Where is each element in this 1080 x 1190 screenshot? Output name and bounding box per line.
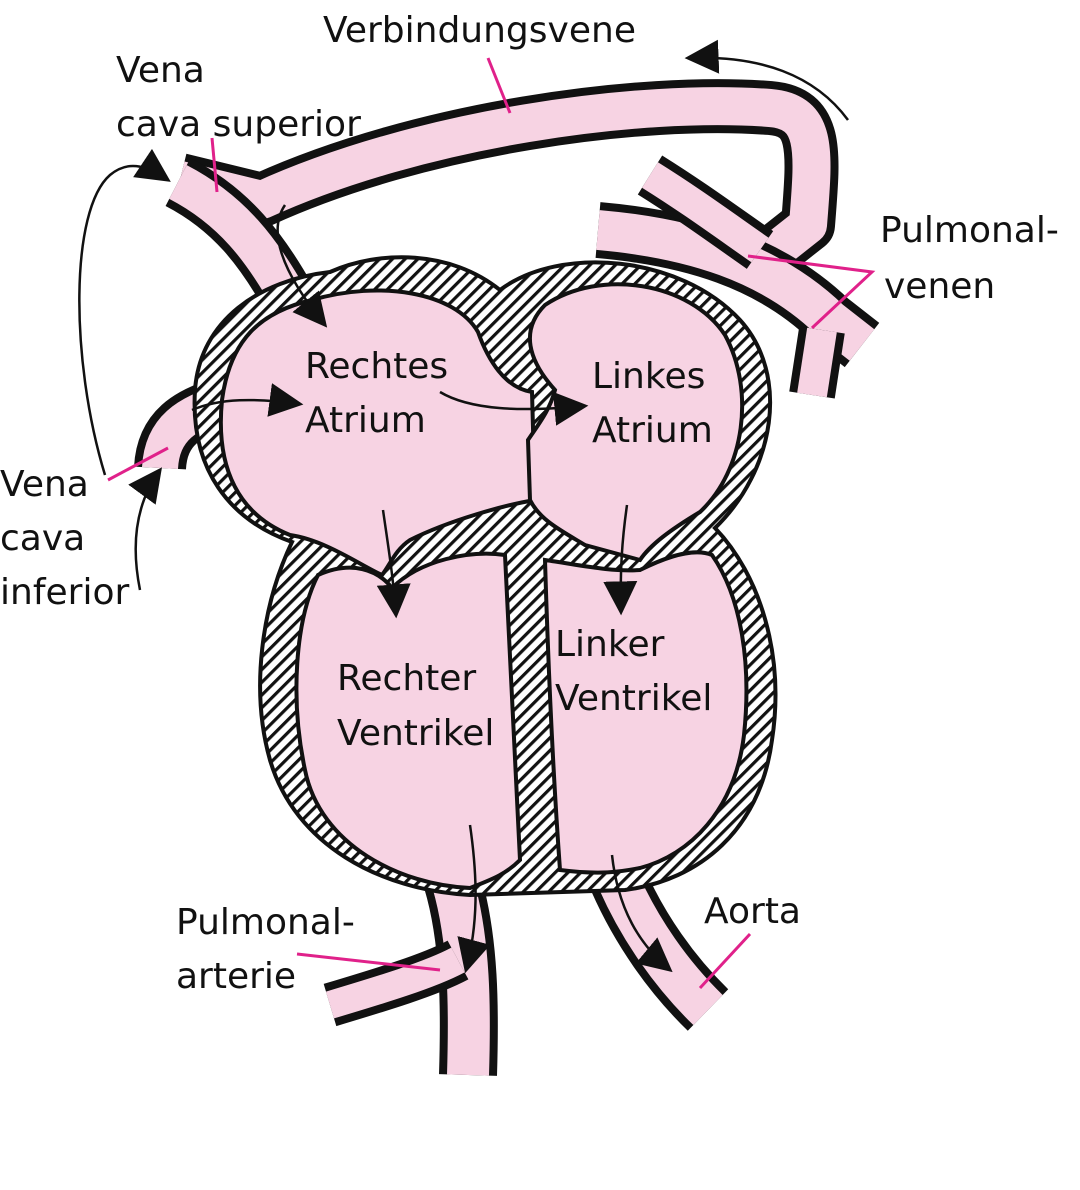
- label-rechtes-atrium-1: Rechtes: [305, 346, 448, 387]
- leader-vci: [107, 446, 169, 482]
- label-rechter-ventrikel-2: Ventrikel: [337, 713, 494, 754]
- leader-vcs: [210, 137, 219, 193]
- leader-aorta: [698, 932, 752, 990]
- arrow-right-av: [376, 509, 411, 619]
- flow-arrows: [78, 39, 850, 974]
- label-linker-ventrikel-2: Ventrikel: [555, 678, 712, 719]
- label-aorta: Aorta: [704, 891, 801, 932]
- leader-pulmonalvenen: [747, 254, 876, 330]
- label-vci-1: Vena: [0, 464, 89, 505]
- label-linkes-atrium-2: Atrium: [592, 410, 713, 451]
- pulmonalarterie-branch-lumen: [325, 947, 465, 1019]
- aorta-lumen: [598, 871, 723, 1026]
- arrow-aorta: [610, 854, 673, 973]
- pulmonalarterie-lumen: [431, 873, 490, 1076]
- label-vcs-1: Vena: [116, 50, 205, 91]
- arrow-into-right-atrium-top: [276, 204, 328, 328]
- label-pulmonalvenen-2: venen: [884, 266, 995, 307]
- arrow-pulmonalarterie: [457, 824, 491, 974]
- label-pulmonalarterie-2: arterie: [176, 956, 296, 997]
- arrow-vci-outside: [128, 467, 163, 591]
- label-pulmonalvenen-1: Pulmonal-: [880, 210, 1059, 251]
- heart: [192, 255, 778, 898]
- label-vci-2: cava: [0, 518, 85, 559]
- leader-lines: [107, 57, 876, 990]
- label-linkes-atrium-1: Linkes: [592, 356, 705, 397]
- label-rechter-ventrikel-1: Rechter: [337, 658, 476, 699]
- verbindungsvene-lumen: [175, 87, 831, 270]
- pulmonalvene-lower-lumen: [797, 327, 837, 398]
- arrow-atria: [439, 390, 589, 426]
- label-linker-ventrikel-1: Linker: [555, 624, 665, 665]
- leader-verbindungsvene: [486, 57, 512, 114]
- leader-pulmonalarterie: [296, 952, 441, 972]
- label-rechtes-atrium-2: Atrium: [305, 400, 426, 441]
- arrow-verbindung: [684, 39, 850, 121]
- label-pulmonalarterie-1: Pulmonal-: [176, 902, 355, 943]
- linkes-atrium-chamber: [525, 282, 745, 563]
- arrow-left-av: [603, 504, 638, 616]
- text-labels: Verbindungsvene Vena cava superior Pulmo…: [0, 10, 1059, 997]
- linker-ventrikel-chamber: [542, 550, 749, 875]
- label-vcs-2: cava superior: [116, 104, 361, 145]
- arrow-vci-into-atrium: [191, 383, 304, 417]
- label-vci-3: inferior: [0, 572, 129, 613]
- pulmonalvene-branch-lumen: [642, 162, 769, 263]
- label-verbindungsvene: Verbindungsvene: [323, 10, 636, 51]
- arrow-vcs-outside: [78, 148, 171, 476]
